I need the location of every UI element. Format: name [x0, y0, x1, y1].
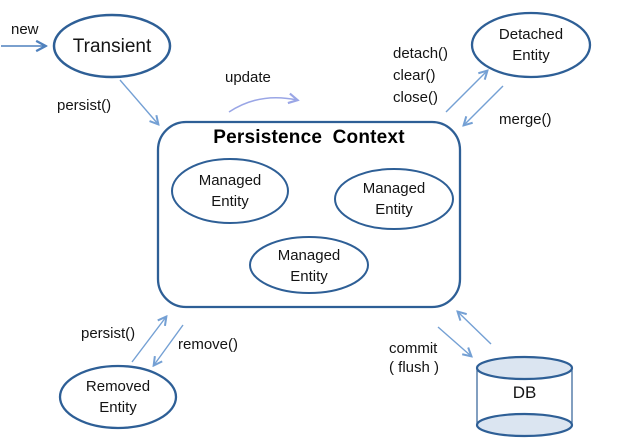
transient-label: Transient [72, 35, 152, 57]
managed-entity-1-ellipse [171, 158, 289, 224]
managed-entity-3-label: Managed Entity [277, 246, 341, 285]
db-cylinder [475, 355, 574, 438]
close-label: close() [393, 89, 439, 106]
detach-arrow [445, 71, 487, 113]
persistence-context-title: Persistence Context [213, 127, 405, 148]
db-label: DB [512, 382, 537, 402]
merge-arrow [464, 85, 504, 125]
merge-label: merge() [499, 111, 552, 128]
new-label: new [11, 21, 39, 38]
detach-clear-close-labels: detach() clear() close() [393, 43, 448, 109]
persist-top-arrow [119, 79, 158, 124]
remove-arrow [154, 324, 184, 365]
managed-entity-1-label: Managed Entity [198, 172, 262, 210]
flush-label: ( flush ) [389, 359, 440, 376]
commit-flush-labels: commit ( flush ) [389, 339, 439, 377]
persistence-context-box [156, 120, 462, 309]
persist-bottom-arrow [131, 317, 166, 363]
managed-entity-2-ellipse [334, 168, 454, 230]
persist-bottom-label: persist() [81, 325, 136, 342]
clear-label: clear() [393, 67, 436, 84]
remove-label: remove() [178, 336, 239, 353]
detached-entity-ellipse [470, 11, 592, 79]
removed-entity-label: Removed Entity [85, 378, 151, 416]
removed-entity-ellipse [58, 364, 178, 430]
update-label: update [225, 69, 271, 86]
transient-ellipse [52, 13, 172, 79]
managed-entity-2-label: Managed Entity [362, 180, 426, 218]
managed-entity-3-ellipse [249, 236, 369, 294]
detach-label: detach() [393, 45, 449, 62]
commit-label: commit [389, 340, 438, 357]
update-arrow [228, 98, 297, 113]
db-to-context-arrow [458, 312, 492, 345]
detached-entity-label: Detached Entity [498, 26, 564, 64]
persist-top-label: persist() [57, 97, 112, 114]
commit-arrow [437, 326, 471, 356]
